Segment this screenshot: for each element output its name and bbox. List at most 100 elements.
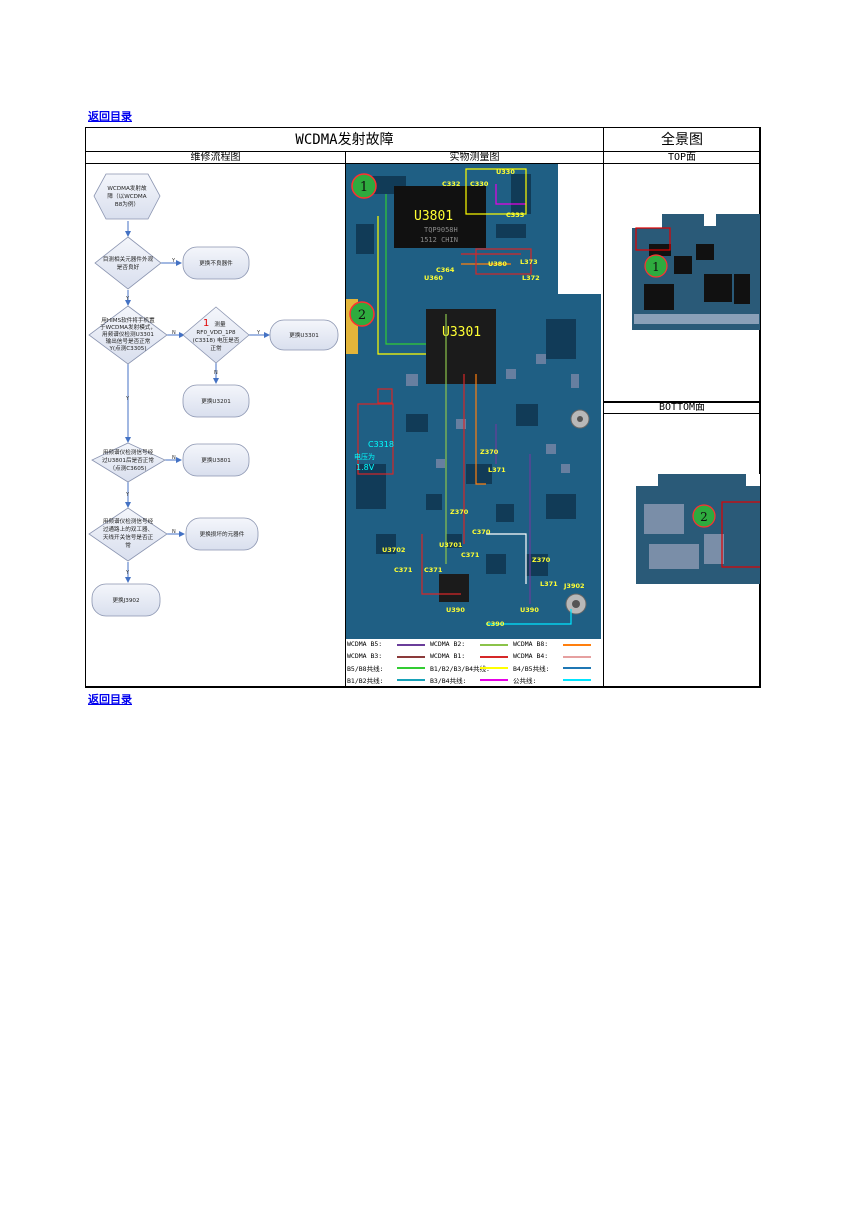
legend-item: WCDMA B1: [430,652,512,660]
flow-text: 更换不良器件 [199,259,233,267]
decision-u3301-output [88,305,168,365]
flow-text: 天线开关信号是否正 [103,533,154,541]
chip-label-u3801: U3801 [414,209,453,224]
legend-label: WCDMA B1: [430,651,466,660]
component-label: U360 [424,274,443,282]
legend-swatch [563,655,591,658]
chip-marking: TQP9058H [424,226,458,234]
component-label: U390 [446,606,465,614]
bottom-view-cell: 2 [603,413,761,688]
edge-label: N [172,455,176,461]
component-label: U3701 [439,541,463,549]
legend-item: WCDMA B4: [513,652,595,660]
component-label: J3902 [563,582,585,590]
legend-swatch [397,644,425,646]
measure-cell: U3801 TQP9058H 1512 CHIN U3301 [345,163,604,688]
legend-item: 公共线: [513,675,595,685]
legend-label: WCDMA B4: [513,651,549,660]
component-label: C332 [442,180,460,188]
legend-label: WCDMA B3: [347,651,383,660]
edge-label: Y [171,258,176,264]
edge-label: Y [125,570,130,576]
action-replace-u3801 [182,443,250,477]
back-to-contents-link-bottom[interactable]: 返回目录 [88,693,132,706]
flow-text: 用频谱仪检测信号经 [103,517,154,525]
legend-row: WCDMA B5:WCDMA B2:WCDMA B8: [347,640,602,652]
decision-rf-voltage [182,306,250,364]
bottom-marker [692,504,716,528]
component-label: C371 [394,566,413,574]
flow-text: 测量 [214,320,226,328]
back-to-contents-link-top[interactable]: 返回目录 [88,110,132,123]
svg-text:目测相关元器件外观是否良好: 目测相关元器件外观是否良好 [103,255,154,271]
flow-text: 过通路上的双工器、 [103,525,153,533]
flow-text: 目测相关元器件外观 [103,255,154,263]
legend-row: B1/B2共线:B3/B4共线:公共线: [347,675,602,687]
legend-swatch [480,644,508,646]
legend-swatch [397,655,425,658]
flow-text: Y(点测C3305) [108,344,146,352]
component-label: L371 [488,466,506,474]
component-label: C333 [506,211,524,219]
flow-text: B8为例） [115,200,139,208]
marker-1 [351,173,377,199]
legend-label: B5/B8共线: [347,665,384,673]
top-view-photo: 1 [632,214,760,330]
legend-label: B1/B2/B3/B4共线: [430,665,490,673]
action-replace-j3902 [91,583,161,617]
legend-item: B4/B5共线: [513,663,595,673]
component-label: Z370 [450,508,469,516]
component-label: U330 [496,168,515,176]
legend-item: B1/B2/B3/B4共线: [430,663,512,673]
legend-label: WCDMA B5: [347,640,383,648]
chip-u390 [439,574,469,602]
c3318-label: C3318 [368,440,394,449]
decision-u3801-signal [91,442,166,483]
flow-text: 更换U3801 [201,456,231,464]
chip-u3301 [426,309,496,384]
flow-text: RF0_VDD_1P8 [196,330,236,336]
edge-label: N [214,370,218,376]
flow-text: 用频谱仪检测U3301 [102,330,154,338]
top-view-cell: 1 [603,163,761,403]
trace-legend: WCDMA B5:WCDMA B2:WCDMA B8:WCDMA B3: WCDM… [347,640,604,687]
component-label: C371 [461,551,480,559]
voltage-caption: 电压为 [354,452,375,461]
legend-label: WCDMA B8: [513,640,549,648]
component-label: L371 [540,580,558,588]
voltage-value: 1.8V [356,463,375,472]
action-replace-bad-parts [182,246,250,280]
flow-text: 于WCDMA发射模式， [100,323,156,331]
flow-text: 更换J3902 [112,596,139,604]
svg-text:用频谱仪检测信号经过U3801后是否正常（点测C3605): 用频谱仪检测信号经过U3801后是否正常（点测C3605) [102,448,154,472]
decision-duplexer-switch [88,507,168,562]
component-label: L373 [520,258,538,266]
overview-title: 全景图 [603,127,761,152]
table-title: WCDMA发射故障 [85,127,604,152]
svg-text:1: 1 [360,180,368,195]
legend-swatch [397,667,425,669]
svg-text:用频谱仪检测信号经过通路上的双工器、天线开关信号是否正常: 用频谱仪检测信号经过通路上的双工器、天线开关信号是否正常 [103,517,154,549]
svg-text:2: 2 [700,510,708,524]
component-label: C370 [472,528,491,536]
bottom-view-photo: 2 [636,474,760,584]
legend-item: WCDMA B8: [513,640,595,648]
legend-swatch [397,678,425,681]
chip-label-u3301: U3301 [442,325,481,340]
legend-swatch [480,678,508,681]
component-label: U390 [520,606,539,614]
legend-label: 公共线: [513,676,537,685]
marker-2 [349,301,375,327]
fault-table: WCDMA发射故障 全景图 维修流程图 实物测量图 TOP面 [85,127,761,688]
svg-text:1: 1 [652,260,660,274]
legend-swatch [563,678,591,681]
component-label: U3702 [382,546,405,554]
edge-label: Y [256,330,261,336]
top-marker [644,254,668,278]
flow-text: 是否良好 [117,263,140,271]
edge-label: Y [125,396,130,402]
legend-swatch [563,644,591,646]
action-replace-u3301 [269,319,339,351]
